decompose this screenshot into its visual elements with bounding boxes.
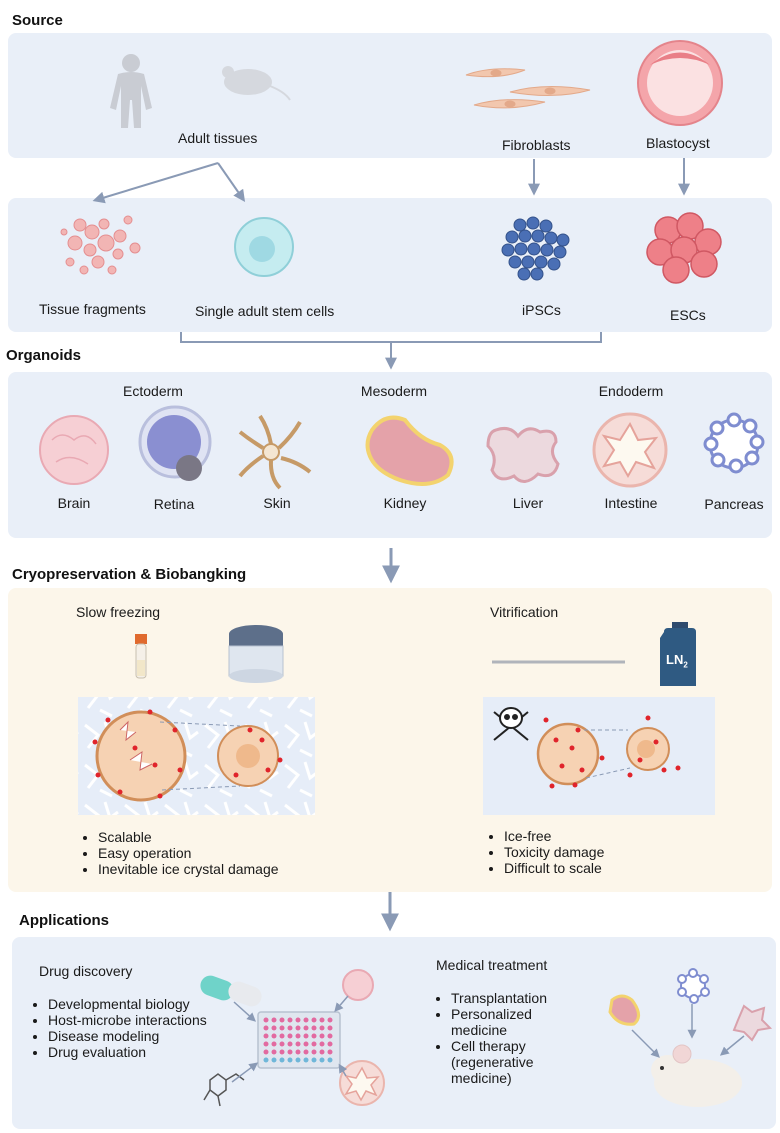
esc-cluster-icon <box>646 212 722 284</box>
list-item: Easy operation <box>98 845 279 861</box>
label-liver: Liver <box>512 495 544 511</box>
label-tissue-fragments: Tissue fragments <box>39 301 146 317</box>
label-fibroblasts: Fibroblasts <box>502 137 571 153</box>
ln2-label: LN2 <box>666 652 688 670</box>
list-item: Host-microbe interactions <box>48 1012 216 1028</box>
medical-treatment-points: Transplantation Personalized medicine Ce… <box>433 990 571 1086</box>
list-item: Ice-free <box>504 828 604 844</box>
applications-panel <box>12 937 776 1129</box>
source-arrows <box>92 158 690 204</box>
label-adult-tissues: Adult tissues <box>178 130 258 146</box>
label-intestine: Intestine <box>604 495 658 511</box>
bracket-arrow <box>180 332 602 370</box>
tissue-fragments-icon <box>60 215 141 275</box>
dd-brain-organoid-icon <box>342 969 374 1001</box>
section-title-cryo: Cryopreservation & Biobangking <box>12 566 247 583</box>
label-vitrification: Vitrification <box>490 604 559 620</box>
list-item: Difficult to scale <box>504 860 604 876</box>
label-ipscs: iPSCs <box>522 302 561 318</box>
human-icon <box>110 54 152 128</box>
list-item: Inevitable ice crystal damage <box>98 861 279 877</box>
label-escs: ESCs <box>670 307 706 323</box>
slow-freezing-organoid-diagram <box>78 697 315 815</box>
ln2-tank-icon <box>660 622 696 686</box>
label-mesoderm: Mesoderm <box>360 383 428 399</box>
mt-arrows <box>631 1004 745 1058</box>
section-title-applications: Applications <box>19 912 110 929</box>
molecule-icon <box>203 1073 245 1107</box>
mt-liver-organoid-icon <box>732 1004 773 1042</box>
label-retina: Retina <box>153 496 195 512</box>
list-item: Drug evaluation <box>48 1044 216 1060</box>
label-endoderm: Endoderm <box>598 383 664 399</box>
vitrification-points: Ice-free Toxicity damage Difficult to sc… <box>486 828 604 876</box>
list-item: Cell therapy (regenerative medicine) <box>451 1038 571 1086</box>
slow-freezing-points: Scalable Easy operation Inevitable ice c… <box>80 829 279 877</box>
skull-crossbones-icon <box>493 707 529 741</box>
label-ectoderm: Ectoderm <box>123 383 183 399</box>
label-drug-discovery: Drug discovery <box>39 963 133 979</box>
liver-organoid-icon <box>486 427 560 483</box>
label-brain: Brain <box>57 495 91 511</box>
well-plate-icon <box>257 1011 341 1069</box>
section-title-source: Source <box>12 12 63 29</box>
mouse-patient-icon <box>651 1044 742 1107</box>
dd-arrows <box>231 995 349 1083</box>
skin-organoid-icon <box>238 414 312 490</box>
retina-organoid-icon <box>138 405 212 481</box>
label-kidney: Kidney <box>383 495 427 511</box>
blastocyst-icon <box>637 40 723 126</box>
brain-organoid-icon <box>39 415 109 485</box>
list-item: Developmental biology <box>48 996 216 1012</box>
freezing-container-icon <box>228 625 284 683</box>
cells-panel <box>8 198 772 332</box>
list-item: Toxicity damage <box>504 844 604 860</box>
mouse-icon <box>222 66 291 101</box>
list-item: Disease modeling <box>48 1028 216 1044</box>
kidney-organoid-icon <box>365 415 454 486</box>
list-item: Transplantation <box>451 990 571 1006</box>
mt-kidney-organoid-icon <box>608 994 640 1026</box>
capsule-icon <box>200 975 262 1007</box>
pancreas-organoid-icon <box>703 412 765 474</box>
fibroblast-icon <box>465 68 591 109</box>
ipsc-cluster-icon <box>501 216 570 281</box>
dd-intestine-organoid-icon <box>339 1060 385 1106</box>
section-title-organoids: Organoids <box>6 347 82 364</box>
label-single-adult-stem-cells: Single adult stem cells <box>195 303 335 319</box>
label-blastocyst: Blastocyst <box>646 135 710 151</box>
label-medical-treatment: Medical treatment <box>436 957 548 973</box>
stem-cell-icon <box>234 217 294 277</box>
mt-pancreas-organoid-icon <box>677 968 710 1004</box>
intestine-organoid-icon <box>592 412 668 488</box>
label-slow-freezing: Slow freezing <box>76 604 161 620</box>
list-item: Scalable <box>98 829 279 845</box>
label-pancreas: Pancreas <box>704 496 764 512</box>
list-item: Personalized medicine <box>451 1006 571 1038</box>
drug-discovery-points: Developmental biology Host-microbe inter… <box>30 996 216 1060</box>
cryotube-icon <box>135 634 147 679</box>
label-skin: Skin <box>263 495 291 511</box>
